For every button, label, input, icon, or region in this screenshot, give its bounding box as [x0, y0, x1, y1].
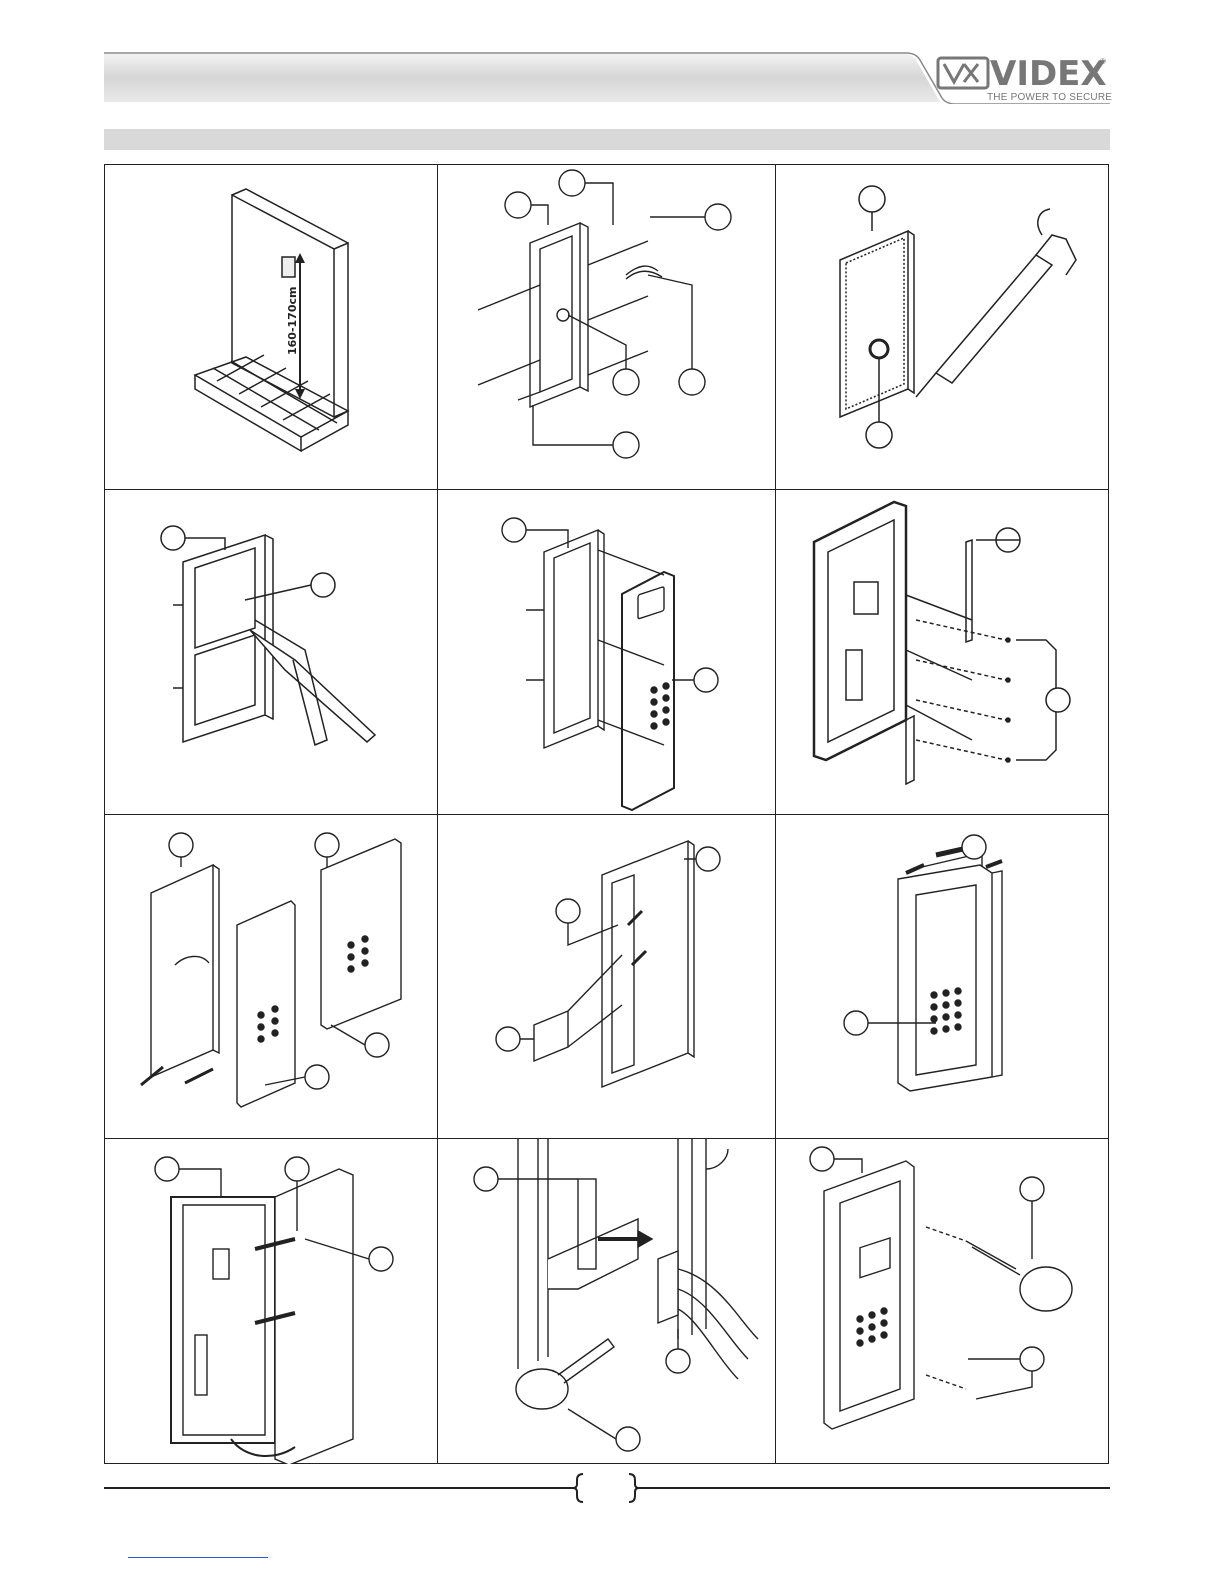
- step-cell-9: [776, 815, 1108, 1139]
- frame-cutting-pliers-illustration: [105, 490, 438, 815]
- footer-link-underline[interactable]: [128, 1557, 268, 1558]
- panel-open-hinged-illustration: [105, 1139, 438, 1464]
- step-cell-7: [105, 815, 438, 1139]
- module-insert-illustration: [438, 490, 776, 815]
- step-cell-3: [776, 165, 1108, 490]
- footer-rule-right: [636, 1487, 1110, 1489]
- step-cell-11: [438, 1139, 776, 1464]
- step-cell-2: [438, 165, 776, 490]
- wall-mount-height-illustration: 160-170cm: [105, 165, 438, 490]
- silicone-sealant-illustration: [776, 165, 1108, 490]
- final-screws-illustration: [776, 1139, 1108, 1464]
- brand-tagline: THE POWER TO SECURE: [987, 92, 1112, 103]
- step-cell-8: [438, 815, 776, 1139]
- step-cell-6: [776, 490, 1108, 815]
- height-label: 160-170cm: [286, 287, 299, 355]
- panel-slide-illustration: [776, 815, 1108, 1139]
- hinge-clips-illustration: [438, 815, 776, 1139]
- step-cell-4: [105, 490, 438, 815]
- registered-mark: ®: [1100, 57, 1106, 66]
- page-number-bracket: [573, 1472, 639, 1504]
- footer-rule-left: [104, 1487, 576, 1489]
- installation-steps-grid: 160-170cm: [104, 164, 1109, 1464]
- module-brackets-screws-illustration: [776, 490, 1108, 815]
- step-cell-1: 160-170cm: [105, 165, 438, 490]
- step-cell-10: [105, 1139, 438, 1464]
- terminal-connector-illustration: [438, 1139, 776, 1464]
- step-cell-5: [438, 490, 776, 815]
- brand-name: VIDEX: [990, 55, 1107, 93]
- section-title-bar: [104, 129, 1110, 150]
- back-box-fixing-illustration: [438, 165, 776, 490]
- step-cell-12: [776, 1139, 1108, 1464]
- hinge-attach-illustration: [105, 815, 438, 1139]
